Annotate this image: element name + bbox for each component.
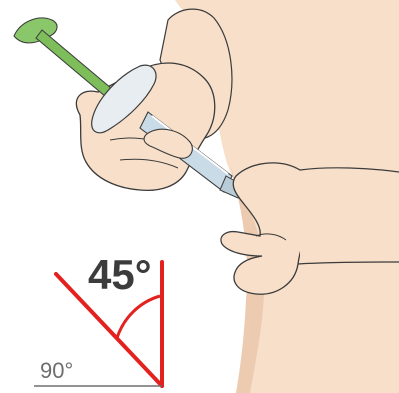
angle-label: 45° [88, 251, 152, 298]
plunger-rod [36, 30, 118, 102]
angle-arc [117, 296, 160, 338]
reference-angle-label: 90° [40, 358, 73, 383]
pinching-arm [300, 168, 399, 264]
